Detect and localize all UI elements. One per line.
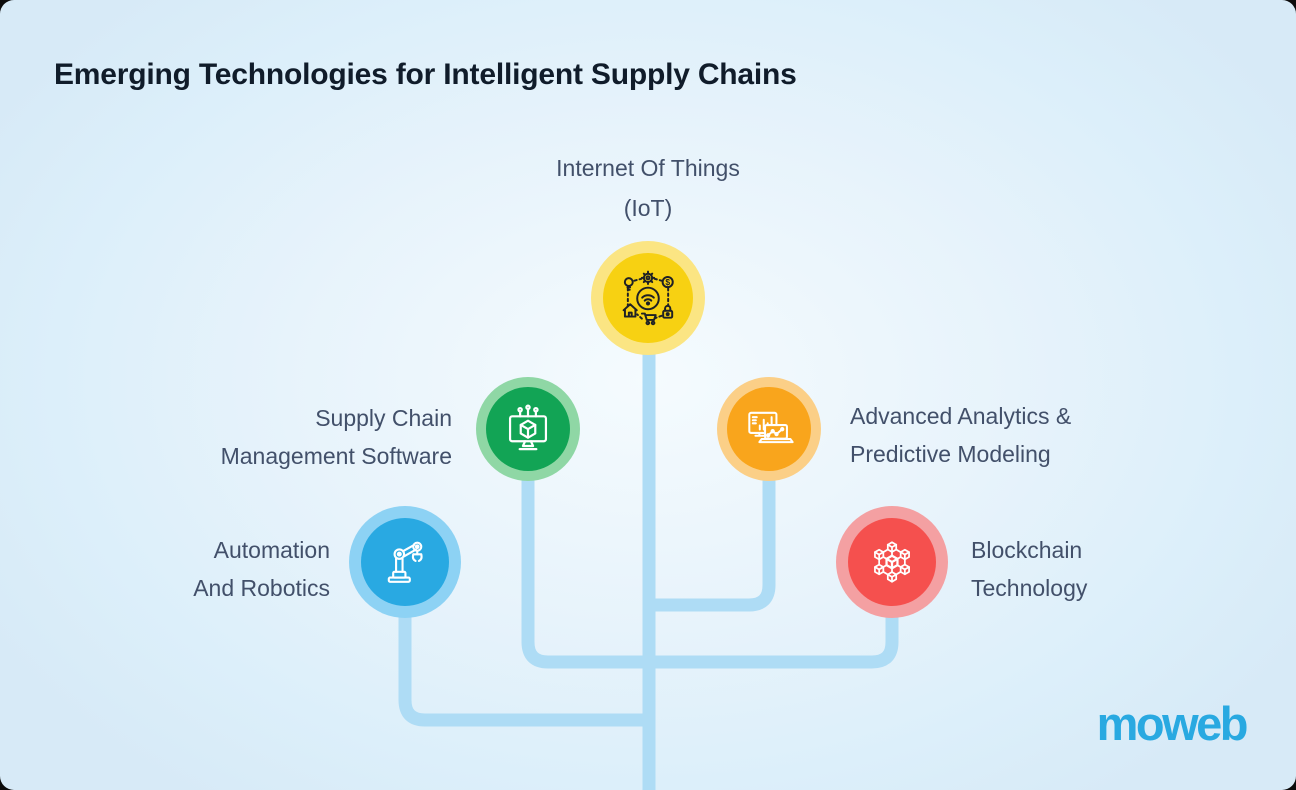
- blockchain-network-icon: [874, 541, 910, 583]
- node-internet-of-things-inner: $: [603, 253, 693, 343]
- robot-arm-icon: [387, 541, 423, 583]
- label-line: Internet Of Things: [556, 155, 740, 181]
- connector-blue-branch: [398, 562, 652, 727]
- node-blockchain-technology-inner: [848, 518, 936, 606]
- label-line: Supply Chain: [315, 405, 452, 431]
- label-line: Advanced Analytics &: [850, 403, 1072, 429]
- node-supply-chain-management-software-inner: [486, 387, 570, 471]
- label-line: And Robotics: [193, 575, 330, 601]
- node-automation-and-robotics-inner: [361, 518, 449, 606]
- label-blockchain-technology: Blockchain Technology: [971, 531, 1087, 607]
- label-line: Technology: [971, 575, 1088, 601]
- label-line: Management Software: [220, 443, 452, 469]
- page-title: Emerging Technologies for Intelligent Su…: [54, 58, 797, 91]
- svg-text:$: $: [665, 277, 670, 287]
- connector-green-red-bar: [521, 429, 899, 669]
- label-automation-and-robotics: Automation And Robotics: [193, 531, 330, 607]
- node-blockchain-technology: [836, 506, 948, 618]
- label-line: (IoT): [623, 195, 673, 221]
- node-advanced-analytics-predictive-modeling-inner: [727, 387, 811, 471]
- node-advanced-analytics-predictive-modeling: [717, 377, 821, 481]
- monitor-cube-icon: [508, 404, 548, 451]
- label-advanced-analytics-predictive-modeling: Advanced Analytics & Predictive Modeling: [850, 397, 1071, 473]
- node-automation-and-robotics: [349, 506, 461, 618]
- node-internet-of-things: $: [591, 241, 705, 355]
- label-line: Blockchain: [971, 537, 1083, 563]
- analytics-charts-icon: [748, 411, 794, 444]
- brand-logo: moweb: [1096, 697, 1249, 750]
- node-supply-chain-management-software: [476, 377, 580, 481]
- label-supply-chain-management-software: Supply Chain Management Software: [221, 399, 452, 475]
- connector-orange-branch: [652, 429, 776, 612]
- label-line: Predictive Modeling: [850, 441, 1051, 467]
- iot-network-icon: $: [622, 270, 674, 326]
- label-line: Automation: [213, 537, 330, 563]
- label-internet-of-things: Internet Of Things (IoT): [448, 148, 848, 228]
